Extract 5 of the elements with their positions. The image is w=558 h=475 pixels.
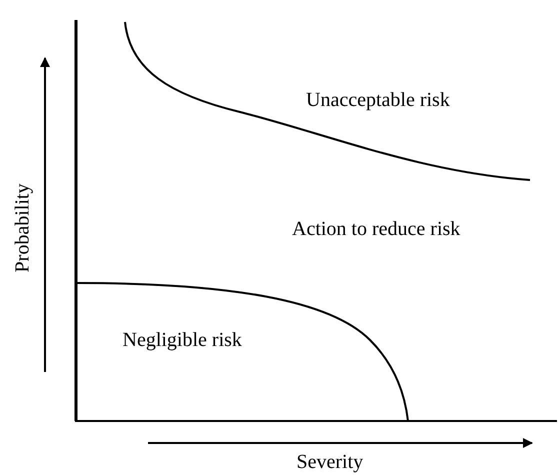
axis-label: Severity	[296, 452, 364, 472]
region-label: Negligible risk	[122, 330, 242, 350]
region-label: Action to reduce risk	[292, 219, 460, 239]
axis-label: Probability	[12, 184, 32, 272]
region-label: Unacceptable risk	[306, 90, 450, 110]
